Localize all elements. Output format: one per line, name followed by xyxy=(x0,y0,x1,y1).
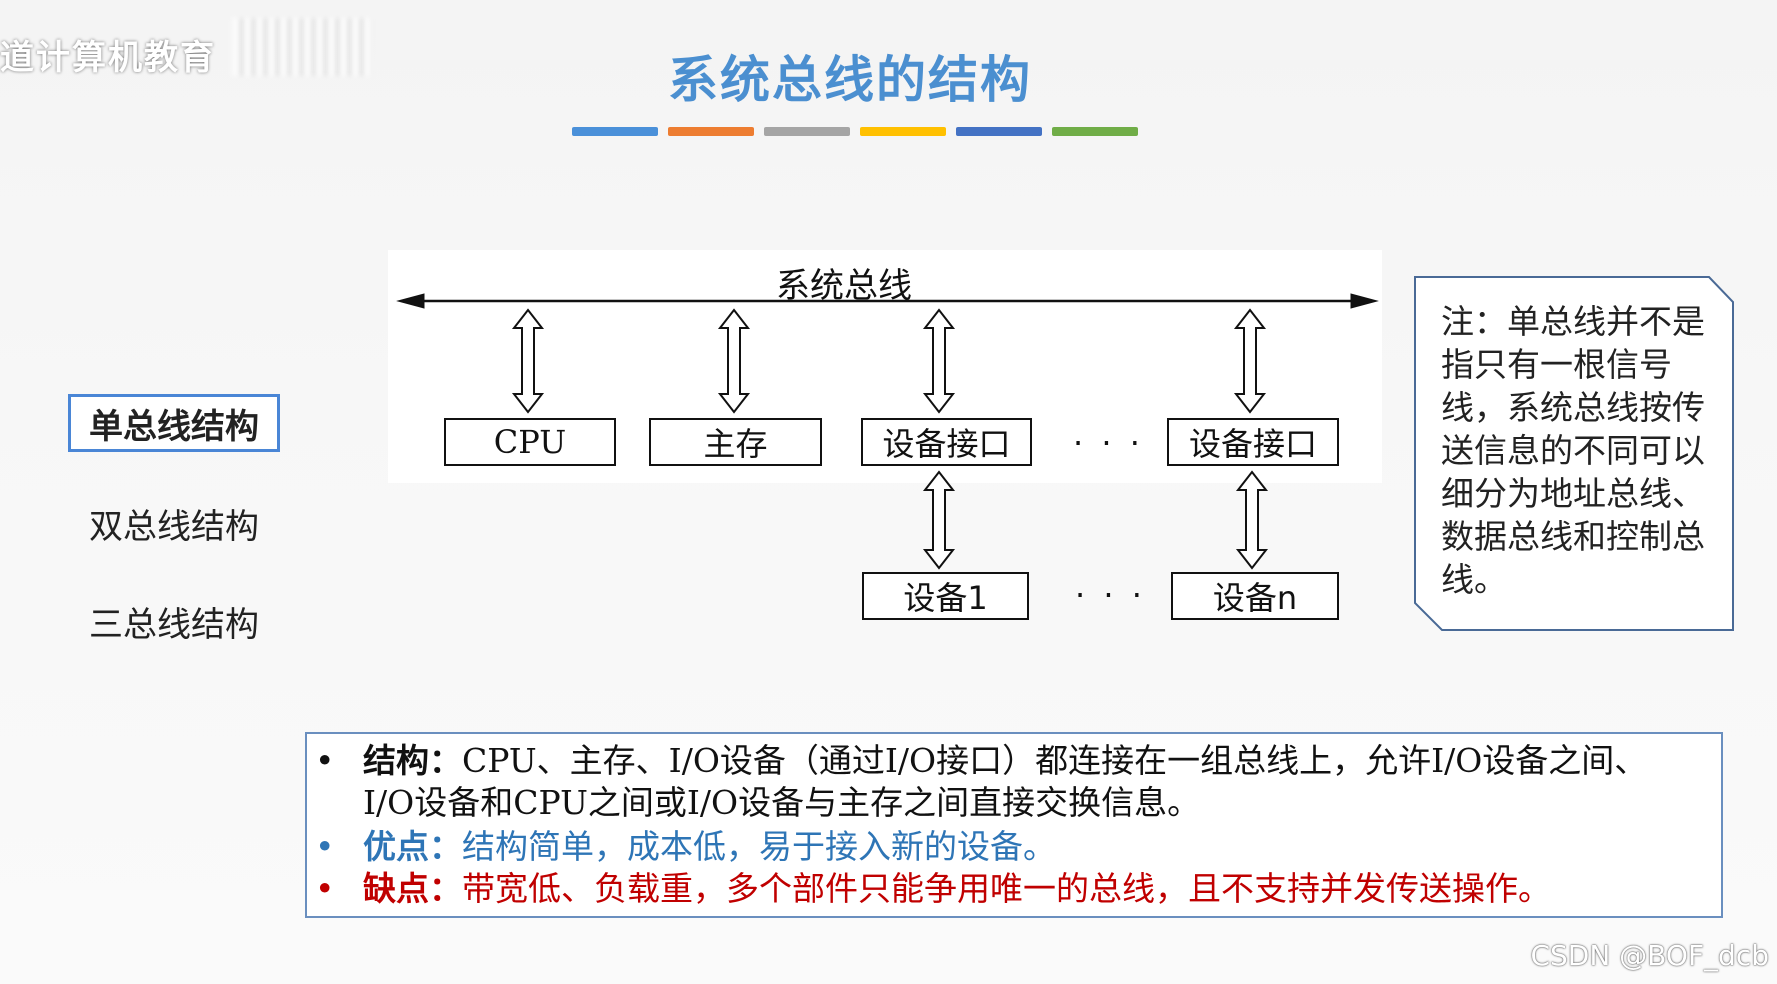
device-interface-box-1: 设备接口 xyxy=(861,418,1032,466)
device-1-box: 设备1 xyxy=(862,572,1029,620)
color-bar xyxy=(860,127,946,136)
bus-label: 系统总线 xyxy=(776,266,912,306)
pros-item: 优点：结构简单，成本低，易于接入新的设备。 xyxy=(363,826,1693,868)
note-card xyxy=(1414,276,1734,631)
watermark-logo xyxy=(232,18,372,76)
color-bar xyxy=(764,127,850,136)
cons-item: 缺点：带宽低、负载重，多个部件只能争用唯一的总线，且不支持并发传送操作。 xyxy=(363,868,1693,910)
pros-text: 结构简单，成本低，易于接入新的设备。 xyxy=(462,827,1056,866)
bullet-structure: • xyxy=(315,741,335,780)
slide-title: 系统总线的结构 xyxy=(668,51,1032,109)
color-bar xyxy=(572,127,658,136)
title-color-bars xyxy=(572,127,1138,136)
color-bar xyxy=(956,127,1042,136)
bullet-pros: • xyxy=(315,827,335,866)
arrow-interfacen-devicen xyxy=(1235,470,1269,570)
main-memory-box: 主存 xyxy=(649,418,822,466)
color-bar xyxy=(668,127,754,136)
structure-item: 结构：CPU、主存、I/O设备（通过I/O接口）都连接在一组总线上，允许I/O设… xyxy=(363,740,1693,824)
ellipsis-bottom: · · · xyxy=(1075,576,1146,614)
note-text: 注：单总线并不是指只有一根信号线，系统总线按传送信息的不同可以细分为地址总线、数… xyxy=(1441,302,1705,599)
watermark-text: 道计算机教育 xyxy=(0,38,216,78)
device-interface-box-n: 设备接口 xyxy=(1167,418,1339,466)
nav-item-single-bus[interactable]: 单总线结构 xyxy=(68,394,280,452)
nav-item-dual-bus[interactable]: 双总线结构 xyxy=(89,506,259,547)
nav-item-triple-bus[interactable]: 三总线结构 xyxy=(89,604,259,645)
color-bar xyxy=(1052,127,1138,136)
structure-text: CPU、主存、I/O设备（通过I/O接口）都连接在一组总线上，允许I/O设备之间… xyxy=(363,741,1648,822)
device-n-box: 设备n xyxy=(1171,572,1339,620)
cons-text: 带宽低、负载重，多个部件只能争用唯一的总线，且不支持并发传送操作。 xyxy=(462,869,1551,908)
bullet-cons: • xyxy=(315,869,335,908)
info-box xyxy=(305,732,1723,918)
arrow-interface1-device1 xyxy=(922,470,956,570)
cons-label: 缺点： xyxy=(363,869,462,908)
source-watermark: CSDN @BOF_dcb xyxy=(1530,939,1769,972)
cpu-box: CPU xyxy=(444,418,616,466)
ellipsis-top: · · · xyxy=(1073,424,1144,462)
pros-label: 优点： xyxy=(363,827,462,866)
structure-label: 结构： xyxy=(363,741,462,780)
